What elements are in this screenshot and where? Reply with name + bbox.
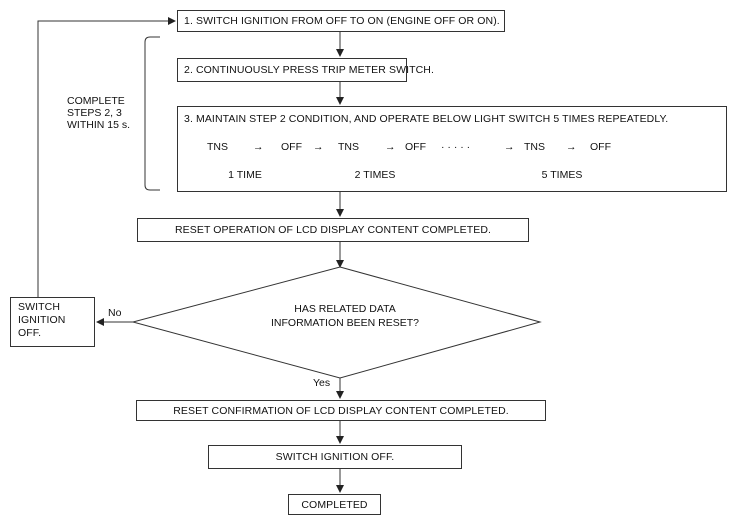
completed-text: COMPLETED [301, 498, 368, 511]
time-limit-note: COMPLETE STEPS 2, 3 WITHIN 15 s. [67, 95, 130, 131]
arrow-loop-back [37, 17, 176, 297]
seq-off-5: OFF [590, 141, 611, 153]
count-2-times: 2 TIMES [354, 169, 396, 181]
switch-ignition-off-text: SWITCH IGNITION OFF. [275, 451, 395, 463]
count-1-time: 1 TIME [228, 169, 262, 181]
seq-off-2: OFF [405, 141, 426, 153]
seq-tns-2: TNS [338, 141, 359, 153]
step2-text: 2. CONTINUOUSLY PRESS TRIP METER SWITCH. [184, 64, 435, 76]
decision-line1: HAS RELATED DATA [294, 303, 396, 315]
reset-confirmation-text: RESET CONFIRMATION OF LCD DISPLAY CONTEN… [173, 404, 509, 417]
step1-text: 1. SWITCH IGNITION FROM OFF TO ON (ENGIN… [184, 15, 500, 27]
reset-operation-text: RESET OPERATION OF LCD DISPLAY CONTENT C… [174, 224, 492, 236]
switch-off-left-line1: SWITCH [18, 301, 61, 313]
time-limit-note-line2: STEPS 2, 3 [67, 107, 122, 120]
time-limit-note-line3: WITHIN 15 s. [67, 119, 131, 132]
yes-label: Yes [313, 377, 331, 389]
reset-operation-box: RESET OPERATION OF LCD DISPLAY CONTENT C… [137, 218, 529, 242]
decision-question: HAS RELATED DATA INFORMATION BEEN RESET? [250, 302, 440, 330]
step3-text: 3. MAINTAIN STEP 2 CONDITION, AND OPERAT… [184, 113, 669, 125]
time-limit-bracket [144, 36, 160, 191]
seq-arrow-4: → [504, 141, 515, 153]
count-5-times: 5 TIMES [541, 169, 583, 181]
seq-arrow-1: → [253, 141, 264, 153]
time-limit-note-line1: COMPLETE [67, 95, 125, 107]
no-label: No [108, 307, 122, 319]
seq-arrow-3: → [385, 141, 396, 153]
seq-arrow-2: → [313, 141, 324, 153]
decision-diamond [131, 266, 542, 379]
seq-tns-5: TNS [524, 141, 545, 153]
step1-box: 1. SWITCH IGNITION FROM OFF TO ON (ENGIN… [177, 10, 505, 32]
step2-box: 2. CONTINUOUSLY PRESS TRIP METER SWITCH. [177, 58, 434, 82]
switch-ignition-off-left-box: SWITCH IGNITION OFF. [10, 297, 95, 347]
reset-confirmation-box: RESET CONFIRMATION OF LCD DISPLAY CONTEN… [136, 400, 546, 421]
seq-arrow-5: → [566, 141, 577, 153]
switch-off-left-line3: OFF. [18, 327, 42, 339]
decision-line2: INFORMATION BEEN RESET? [271, 317, 419, 329]
switch-ignition-off-box: SWITCH IGNITION OFF. [208, 445, 462, 469]
seq-dots: · · · · · [441, 141, 471, 153]
step3-box: 3. MAINTAIN STEP 2 CONDITION, AND OPERAT… [177, 106, 727, 192]
seq-tns-1: TNS [207, 141, 228, 153]
completed-box: COMPLETED [288, 494, 381, 515]
switch-off-left-line2: IGNITION [18, 314, 66, 326]
seq-off-1: OFF [281, 141, 302, 153]
